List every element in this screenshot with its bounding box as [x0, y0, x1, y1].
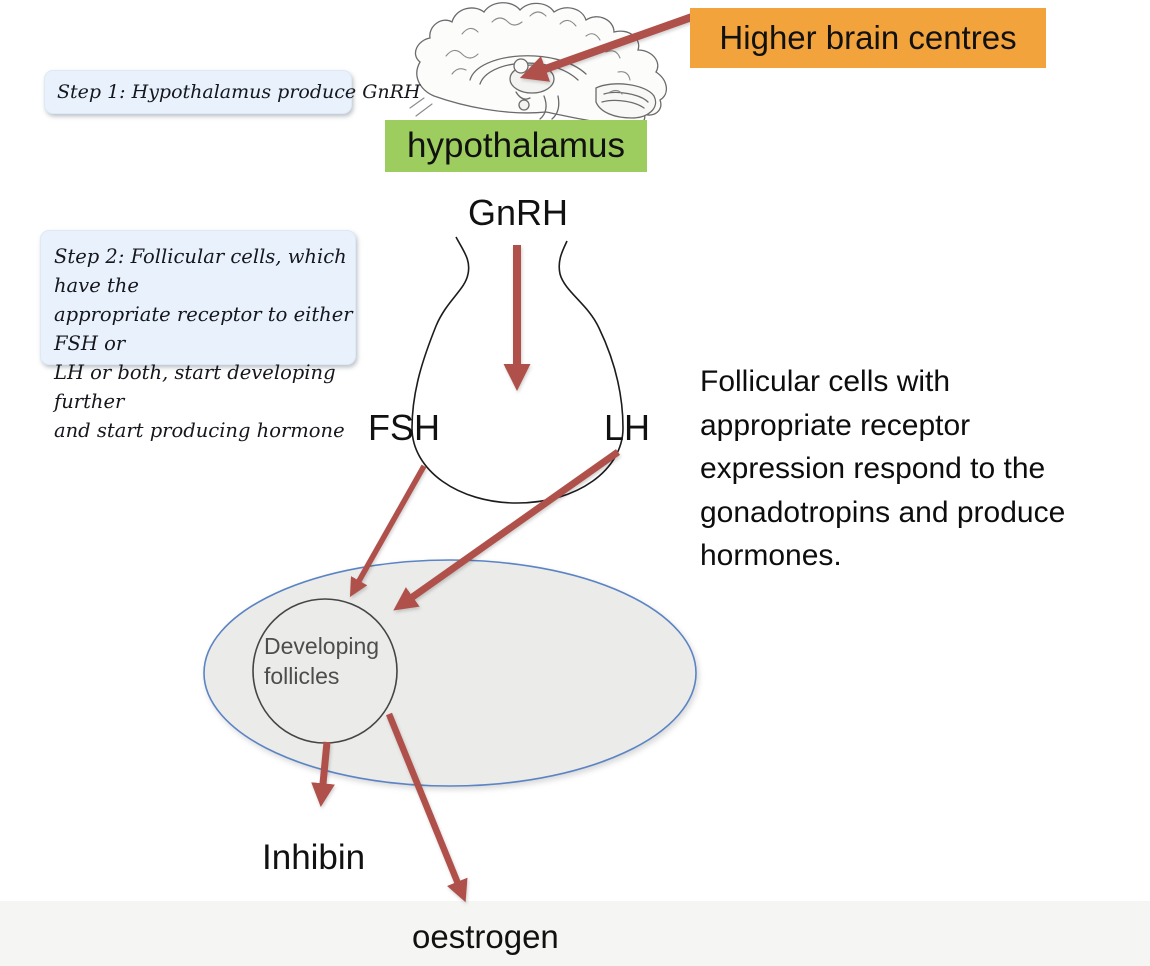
step2-line: and start producing hormone: [54, 419, 345, 442]
step1-note: Step 1: Hypothalamus produce GnRH: [44, 70, 420, 114]
hypothalamus-box: hypothalamus: [385, 120, 647, 172]
oestrogen-label: oestrogen: [412, 918, 559, 955]
follicular-note: Follicular cells with appropriate recept…: [700, 360, 1132, 578]
inhibin-arrow: [311, 741, 335, 808]
brain-arrow: [519, 8, 708, 82]
step2-line: LH or both, start developing further: [54, 361, 336, 413]
follicular-note-line: hormones.: [700, 539, 842, 572]
follicular-note-line: Follicular cells with: [700, 365, 951, 398]
gnrh-label: GnRH: [467, 192, 569, 233]
footer-strip: [0, 901, 1150, 966]
oestrogen-arrow: [385, 712, 468, 903]
pituitary-outline: [411, 236, 624, 504]
fsh-arrow: [349, 464, 427, 597]
brain-sketch-icon: [409, 2, 667, 126]
ovary-ellipse: [203, 559, 697, 787]
follicular-note-line: gonadotropins and produce: [700, 495, 1066, 529]
fsh-label: FSH: [368, 407, 440, 448]
lh-label: LH: [603, 407, 651, 448]
lh-arrow: [393, 449, 621, 611]
step2-note: Step 2: Follicular cells, which have the…: [40, 230, 356, 442]
step2-line: appropriate receptor to either FSH or: [54, 303, 353, 355]
follicular-note-line: appropriate receptor: [700, 408, 971, 442]
follicular-note-line: expression respond to the: [700, 452, 1046, 485]
higher-brain-centres-box: Higher brain centres: [690, 8, 1046, 68]
step2-line: Step 2: Follicular cells, which have the: [54, 245, 347, 297]
developing-follicles-label: Developing follicles: [264, 633, 380, 689]
inhibin-label: Inhibin: [262, 838, 366, 877]
